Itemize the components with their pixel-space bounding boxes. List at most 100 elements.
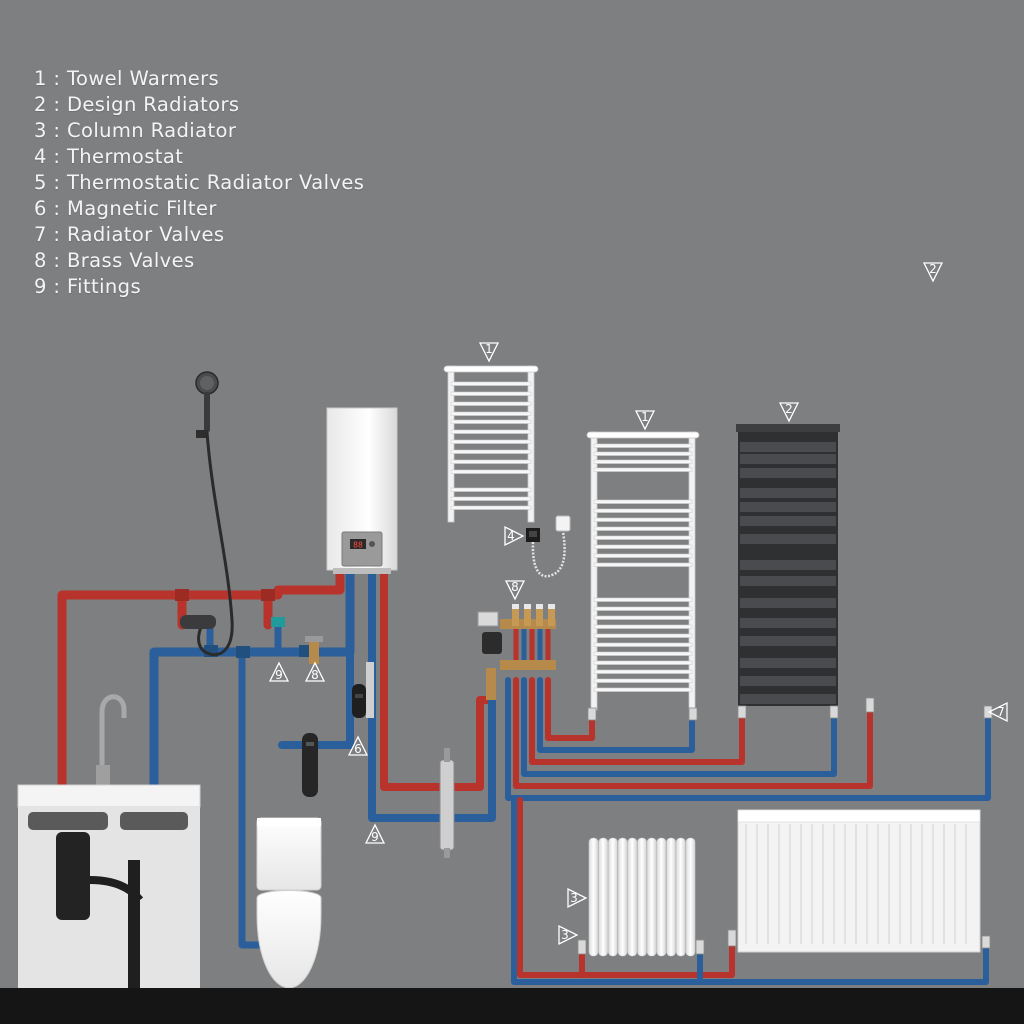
legend-item-separator: :: [46, 275, 67, 298]
legend-item-number: 5: [34, 171, 47, 194]
shower-mixer: [180, 615, 216, 629]
legend-item-number: 6: [34, 197, 47, 220]
legend-item: 1 : Towel Warmers: [34, 66, 364, 92]
legend-item: 8 : Brass Valves: [34, 248, 364, 274]
towel-warmer-mid: [586, 431, 700, 711]
legend-item-label: Fittings: [66, 275, 142, 298]
column-radiator: [588, 837, 696, 957]
legend-item: 6 : Magnetic Filter: [34, 196, 364, 222]
legend-item-label: Column Radiator: [66, 119, 237, 142]
badge-number: 8: [311, 668, 319, 682]
legend-item-separator: :: [46, 93, 67, 116]
badge-number: 7: [997, 705, 1005, 719]
cold-pipe-main-left: [149, 567, 355, 790]
towel-warmer-top: [443, 365, 539, 523]
legend-item-number: 8: [34, 249, 47, 272]
badge-number: 4: [507, 529, 515, 543]
legend-item-number: 2: [34, 93, 47, 116]
legend-item: 9 : Fittings: [34, 274, 364, 300]
badge-column-radiator-label: 3: [567, 887, 588, 909]
legend-item-separator: :: [46, 197, 67, 220]
legend-item-label: Thermostatic Radiator Valves: [66, 171, 365, 194]
hot-pipe-floor: [517, 797, 735, 978]
shower-hose: [197, 431, 234, 657]
sink: [17, 694, 201, 988]
legend-item-label: Radiator Valves: [66, 223, 225, 246]
badge-brass-valves-manifold: 8: [504, 580, 526, 601]
thermostat-cable: [531, 531, 566, 578]
legend-item-label: Magnetic Filter: [66, 197, 217, 220]
badge-magnetic-filter: 6: [347, 735, 369, 756]
panel-radiator: [737, 809, 981, 953]
badge-column-radiator-valve: 3: [558, 924, 579, 946]
legend-item-number: 3: [34, 119, 47, 142]
legend-item: 5 : Thermostatic Radiator Valves: [34, 170, 364, 196]
legend-item-label: Brass Valves: [66, 249, 195, 272]
hot-pipe-boiler-flow: [380, 568, 496, 791]
badge-fittings-upper: 9: [268, 661, 290, 682]
legend-item-separator: :: [46, 171, 67, 194]
hot-pipe-manifold-black: [529, 677, 745, 765]
badge-thermostat: 4: [504, 525, 525, 547]
hot-pipe-manifold-white: [513, 677, 873, 789]
boiler-display: 88: [353, 541, 363, 550]
badge-number: 2: [785, 402, 793, 416]
legend-item: 2 : Design Radiators: [34, 92, 364, 118]
legend-item: 4 : Thermostat: [34, 144, 364, 170]
wall-socket: [555, 515, 571, 532]
legend-item: 3 : Column Radiator: [34, 118, 364, 144]
legend-item-separator: :: [46, 119, 67, 142]
magnetic-filter-upper: [352, 662, 374, 718]
design-radiator-black: [736, 424, 840, 706]
badge-number: 1: [485, 342, 493, 356]
hydraulic-separator: [439, 748, 455, 858]
pipe-fittings: [175, 589, 313, 658]
legend-item-separator: :: [46, 67, 67, 90]
shower: [180, 371, 234, 657]
legend-item-number: 1: [34, 67, 47, 90]
legend-item-number: 9: [34, 275, 47, 298]
badge-number: 9: [371, 830, 379, 844]
thermostat: [526, 515, 571, 578]
badge-number: 1: [641, 410, 649, 424]
badge-towel-warmer-mid: 1: [634, 410, 656, 431]
badge-number: 3: [561, 928, 569, 942]
badge-number: 8: [511, 580, 519, 594]
legend-item-label: Thermostat: [66, 145, 184, 168]
legend-item-number: 7: [34, 223, 47, 246]
cold-pipe-boiler-return: [368, 568, 496, 822]
badge-design-radiator-black: 2: [778, 402, 800, 423]
cold-pipe-manifold-black: [521, 677, 837, 777]
legend-item-label: Towel Warmers: [66, 67, 220, 90]
badge-number: 2: [929, 262, 937, 276]
cold-pipe-manifold-towel: [537, 677, 695, 753]
brass-manifold: [477, 604, 556, 700]
badge-brass-valve-left: 8: [304, 661, 326, 682]
badge-number: 9: [275, 668, 283, 682]
legend-item-number: 4: [34, 145, 47, 168]
water-heater-unit: [56, 832, 90, 920]
boiler: 88: [326, 407, 398, 574]
sink-faucet: [99, 694, 127, 785]
badge-design-radiator-white: 2: [922, 262, 944, 283]
toilet: [256, 817, 322, 989]
legend-item-label: Design Radiators: [66, 93, 240, 116]
badge-towel-warmer-top: 1: [478, 342, 500, 363]
brass-valve-left: [305, 636, 323, 664]
legend-item: 7 : Radiator Valves: [34, 222, 364, 248]
circulation-pump: [482, 632, 502, 654]
legend-item-separator: :: [46, 249, 67, 272]
badge-fittings-lower: 9: [364, 823, 386, 844]
badge-number: 6: [354, 742, 362, 756]
cold-pipe-manifold-white: [505, 677, 991, 801]
cold-pipe-toilet: [238, 648, 262, 949]
legend-item-separator: :: [46, 223, 67, 246]
magnetic-filter-lower: [302, 733, 318, 797]
badge-radiator-valve-right: 7: [987, 701, 1008, 723]
badge-number: 3: [570, 891, 578, 905]
floor: [0, 988, 1024, 1024]
legend-item-separator: :: [46, 145, 67, 168]
